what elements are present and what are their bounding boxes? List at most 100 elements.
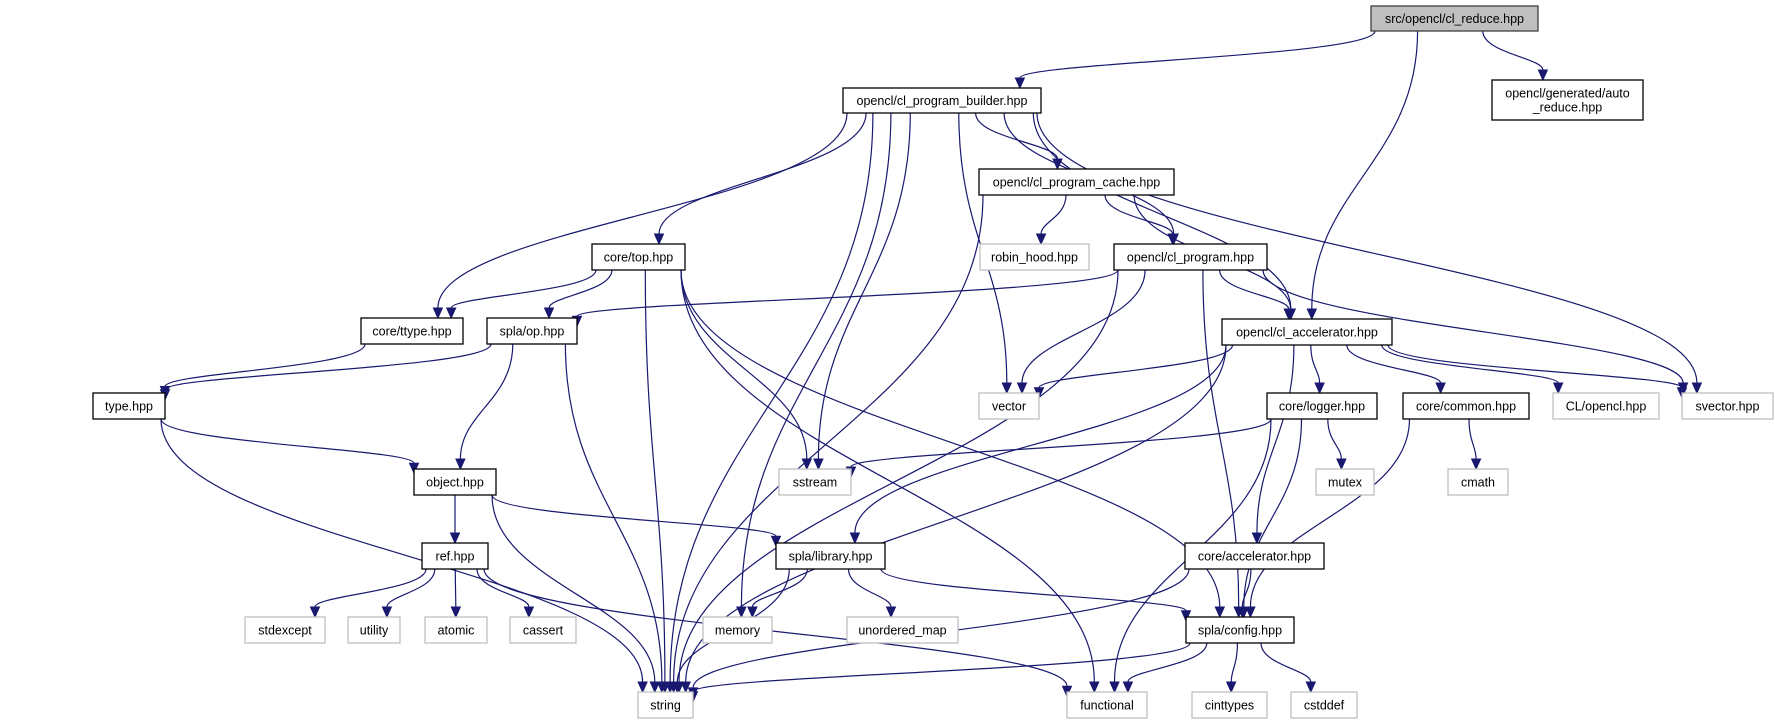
arrowhead-icon bbox=[1537, 69, 1549, 82]
node-label: core/top.hpp bbox=[604, 251, 674, 265]
node-core-logger[interactable]: core/logger.hpp bbox=[1266, 392, 1378, 420]
edge-cl-accelerator-to-core-logger bbox=[1310, 344, 1321, 384]
node-cl-program-cache[interactable]: opencl/cl_program_cache.hpp bbox=[978, 168, 1175, 196]
node-cl-accelerator[interactable]: opencl/cl_accelerator.hpp bbox=[1221, 318, 1393, 346]
node-label: cassert bbox=[523, 624, 564, 638]
node-box bbox=[1447, 468, 1509, 496]
edge-cl-program-builder-to-memory bbox=[740, 112, 892, 608]
node-box bbox=[509, 616, 577, 644]
node-label: opencl/cl_program_builder.hpp bbox=[857, 94, 1028, 108]
node-box bbox=[979, 243, 1090, 271]
edge-spla-config-to-cstddef bbox=[1260, 642, 1312, 683]
edges-layer bbox=[159, 30, 1703, 703]
nodes-layer: src/opencl/cl_reduce.hpp opencl/generated… bbox=[92, 5, 1774, 719]
arrowhead-icon bbox=[672, 681, 683, 694]
node-ref-hpp[interactable]: ref.hpp bbox=[421, 542, 489, 570]
edge-spla-op-to-type-hpp bbox=[164, 343, 492, 391]
node-label: opencl/generated/auto bbox=[1505, 87, 1629, 101]
edge-cl-program-to-svector bbox=[1262, 269, 1684, 384]
node-label: core/common.hpp bbox=[1416, 400, 1516, 414]
node-object-hpp[interactable]: object.hpp bbox=[413, 468, 497, 496]
node-box bbox=[1370, 5, 1539, 32]
edge-ref-hpp-to-cassert bbox=[476, 568, 530, 608]
node-label: vector bbox=[992, 400, 1026, 414]
node-core-accelerator[interactable]: core/accelerator.hpp bbox=[1184, 542, 1325, 570]
node-spla-op[interactable]: spla/op.hpp bbox=[486, 317, 578, 345]
node-label: stdexcept bbox=[258, 624, 312, 638]
edge-core-logger-to-mutex bbox=[1327, 418, 1342, 460]
arrowhead-icon bbox=[1089, 681, 1100, 694]
edge-core-top-to-spla-config bbox=[680, 269, 1221, 608]
node-label: functional bbox=[1080, 699, 1134, 713]
arrowhead-icon bbox=[1552, 382, 1564, 395]
node-label: sstream bbox=[793, 476, 837, 490]
node-cl-program-builder[interactable]: opencl/cl_program_builder.hpp bbox=[842, 87, 1042, 114]
arrowhead-icon bbox=[408, 462, 420, 475]
arrowhead-icon bbox=[450, 606, 462, 619]
node-core-ttype[interactable]: core/ttype.hpp bbox=[360, 317, 464, 345]
node-label: spla/library.hpp bbox=[789, 550, 873, 564]
node-label: unordered_map bbox=[858, 624, 946, 638]
node-sstream: sstream bbox=[778, 468, 852, 496]
edge-spla-op-to-object-hpp bbox=[459, 343, 514, 460]
edge-core-top-to-spla-op bbox=[548, 269, 613, 309]
node-functional: functional bbox=[1066, 691, 1148, 719]
arrowhead-icon bbox=[1251, 532, 1263, 545]
node-stdexcept: stdexcept bbox=[244, 616, 326, 644]
node-box bbox=[424, 616, 488, 644]
edge-spla-library-to-spla-config bbox=[880, 568, 1187, 612]
node-box bbox=[1184, 542, 1325, 570]
edge-cl-accelerator-to-svector bbox=[1387, 344, 1683, 389]
arrowhead-icon bbox=[885, 606, 897, 619]
node-box bbox=[637, 691, 694, 719]
node-label: _reduce.hpp bbox=[1532, 101, 1603, 115]
edge-core-accelerator-to-spla-config bbox=[1241, 568, 1252, 608]
edge-cl-reduce-to-cl-accelerator bbox=[1311, 30, 1419, 310]
arrowhead-icon bbox=[1470, 458, 1482, 471]
node-label: cstddef bbox=[1304, 699, 1345, 713]
node-label: core/logger.hpp bbox=[1279, 400, 1365, 414]
node-box bbox=[92, 392, 166, 420]
node-box bbox=[1681, 392, 1774, 420]
arrowhead-icon bbox=[1245, 606, 1256, 619]
node-unordered-map: unordered_map bbox=[846, 616, 959, 644]
node-cassert: cassert bbox=[509, 616, 577, 644]
node-core-common[interactable]: core/common.hpp bbox=[1402, 392, 1530, 420]
arrowhead-icon bbox=[1109, 681, 1120, 694]
node-spla-config[interactable]: spla/config.hpp bbox=[1185, 616, 1295, 644]
node-label: core/accelerator.hpp bbox=[1198, 550, 1311, 564]
node-robin-hood: robin_hood.hpp bbox=[979, 243, 1090, 271]
edge-cl-program-to-vector bbox=[1021, 269, 1146, 384]
edge-core-ttype-to-type-hpp bbox=[164, 343, 366, 388]
node-type-hpp[interactable]: type.hpp bbox=[92, 392, 166, 420]
node-spla-library[interactable]: spla/library.hpp bbox=[775, 542, 886, 570]
arrowhead-icon bbox=[1035, 233, 1047, 246]
node-string: string bbox=[637, 691, 694, 719]
node-label: svector.hpp bbox=[1696, 400, 1760, 414]
edge-spla-library-to-unordered-map bbox=[847, 568, 892, 608]
arrowhead-icon bbox=[680, 681, 691, 694]
node-auto-reduce[interactable]: opencl/generated/auto_reduce.hpp bbox=[1491, 79, 1644, 121]
edge-cl-program-to-string bbox=[678, 269, 1119, 683]
edge-cl-program-to-cl-accelerator bbox=[1219, 269, 1290, 310]
node-core-top[interactable]: core/top.hpp bbox=[591, 243, 686, 271]
node-label: opencl/cl_accelerator.hpp bbox=[1236, 326, 1378, 340]
edge-core-top-to-sstream bbox=[680, 269, 808, 460]
edge-ref-hpp-to-atomic bbox=[454, 568, 457, 608]
edge-ref-hpp-to-utility bbox=[386, 568, 436, 608]
node-box bbox=[1315, 468, 1375, 496]
arrowhead-icon bbox=[1336, 458, 1347, 471]
arrowhead-icon bbox=[432, 307, 444, 320]
node-label: string bbox=[650, 699, 681, 713]
arrowhead-icon bbox=[736, 606, 747, 619]
edge-cl-accelerator-to-cl-opencl bbox=[1381, 344, 1559, 384]
node-box bbox=[702, 616, 773, 644]
edge-cl-accelerator-to-core-accelerator bbox=[1256, 344, 1295, 534]
arrowhead-icon bbox=[1691, 382, 1703, 395]
node-cl-program[interactable]: opencl/cl_program.hpp bbox=[1113, 243, 1268, 271]
edge-type-hpp-to-object-hpp bbox=[160, 418, 415, 464]
arrowhead-icon bbox=[1001, 382, 1013, 395]
arrowhead-icon bbox=[813, 458, 824, 471]
edge-spla-config-to-cinttypes bbox=[1230, 642, 1238, 683]
node-cl-reduce[interactable]: src/opencl/cl_reduce.hpp bbox=[1370, 5, 1539, 32]
